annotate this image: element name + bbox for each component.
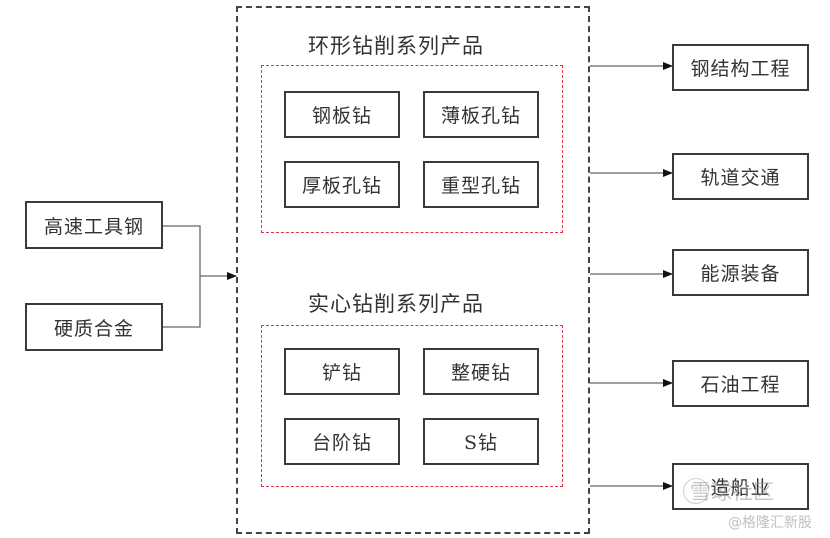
watermark-logo-icon bbox=[683, 478, 709, 504]
connector-material-1 bbox=[162, 225, 201, 276]
product-label: 钢板钻 bbox=[311, 105, 372, 127]
product-label: 台阶钻 bbox=[311, 432, 372, 454]
product-box: S钻 bbox=[423, 418, 539, 465]
product-box: 重型孔钻 bbox=[423, 161, 539, 208]
connector-material-2 bbox=[162, 276, 201, 328]
application-label: 石油工程 bbox=[700, 374, 781, 396]
application-box: 轨道交通 bbox=[672, 153, 809, 200]
group-title-solid: 实心钻削系列产品 bbox=[308, 292, 484, 316]
product-label: S钻 bbox=[463, 432, 499, 454]
material-label: 硬质合金 bbox=[53, 317, 134, 340]
product-label: 整硬钻 bbox=[450, 362, 511, 384]
material-box-high-speed-steel: 高速工具钢 bbox=[25, 201, 163, 249]
product-label: 薄板孔钻 bbox=[440, 105, 521, 127]
application-box: 钢结构工程 bbox=[672, 44, 809, 91]
product-label: 厚板孔钻 bbox=[301, 175, 382, 197]
product-box: 台阶钻 bbox=[284, 418, 400, 465]
group-title-annular: 环形钻削系列产品 bbox=[308, 34, 484, 58]
product-label: 铲钻 bbox=[321, 362, 362, 384]
application-label: 钢结构工程 bbox=[690, 58, 791, 80]
products-container bbox=[236, 6, 590, 534]
application-label: 能源装备 bbox=[700, 263, 781, 285]
material-box-cemented-carbide: 硬质合金 bbox=[25, 303, 163, 351]
watermark-text: 雪球社区 bbox=[690, 480, 774, 504]
application-box: 能源装备 bbox=[672, 249, 809, 296]
product-box: 钢板钻 bbox=[284, 91, 400, 138]
watermark-handle: @格隆汇新股 bbox=[728, 515, 812, 531]
application-box: 石油工程 bbox=[672, 360, 809, 407]
material-label: 高速工具钢 bbox=[43, 215, 144, 238]
application-label: 轨道交通 bbox=[700, 167, 781, 189]
product-box: 薄板孔钻 bbox=[423, 91, 539, 138]
application-label: 造船业 bbox=[710, 477, 771, 499]
product-box: 整硬钻 bbox=[423, 348, 539, 395]
product-group-annular bbox=[261, 65, 563, 233]
product-box: 厚板孔钻 bbox=[284, 161, 400, 208]
product-label: 重型孔钻 bbox=[440, 175, 521, 197]
product-box: 铲钻 bbox=[284, 348, 400, 395]
product-group-solid bbox=[261, 325, 563, 487]
